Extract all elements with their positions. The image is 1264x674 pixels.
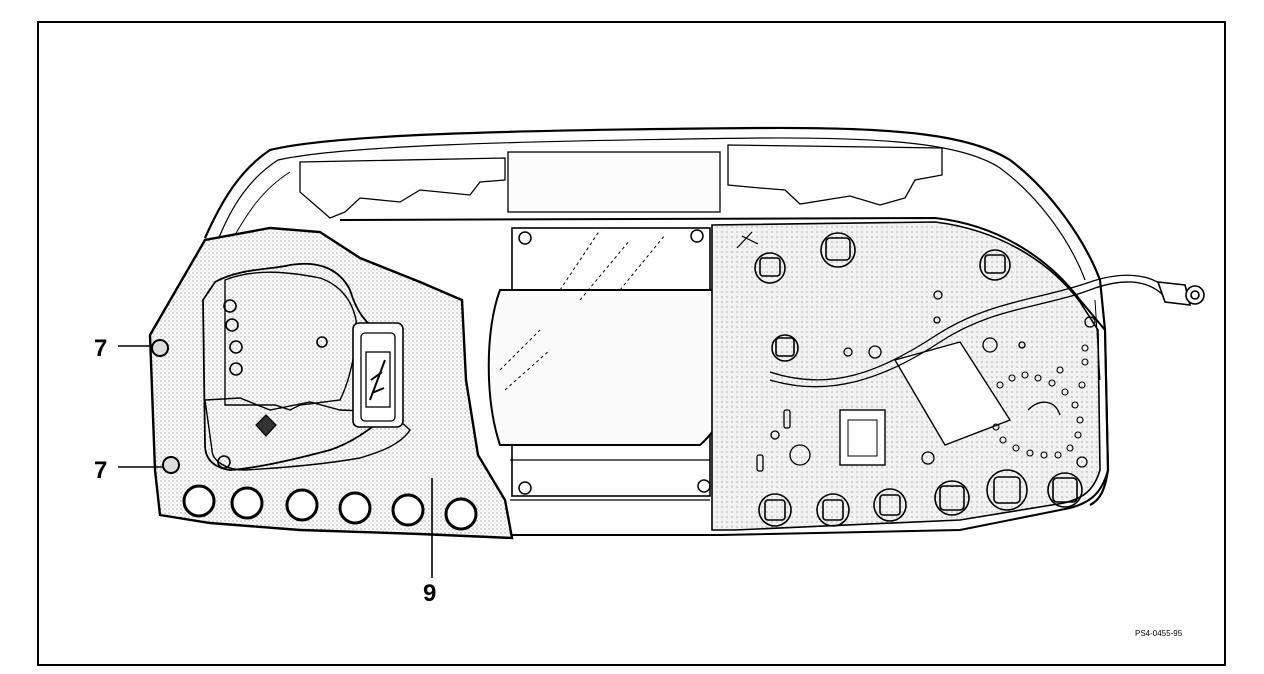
figure-code: PS4-0455-95 — [1135, 629, 1183, 638]
cluster-housing — [203, 126, 1110, 506]
callout-label-lower-screw: 7 — [94, 457, 107, 484]
callout-label-circuit-board: 9 — [423, 580, 436, 607]
right-circuit-board — [711, 221, 1205, 531]
callout-leaders — [118, 345, 433, 578]
upper-window-frames — [299, 144, 943, 219]
callout-label-upper-screw: 7 — [94, 335, 107, 362]
rear-board — [339, 216, 1110, 536]
center-display — [487, 227, 737, 501]
figure-border — [37, 21, 1226, 666]
upper-left-screw — [151, 339, 169, 357]
lower-left-screw — [162, 456, 180, 474]
left-circuit-board — [148, 226, 514, 540]
